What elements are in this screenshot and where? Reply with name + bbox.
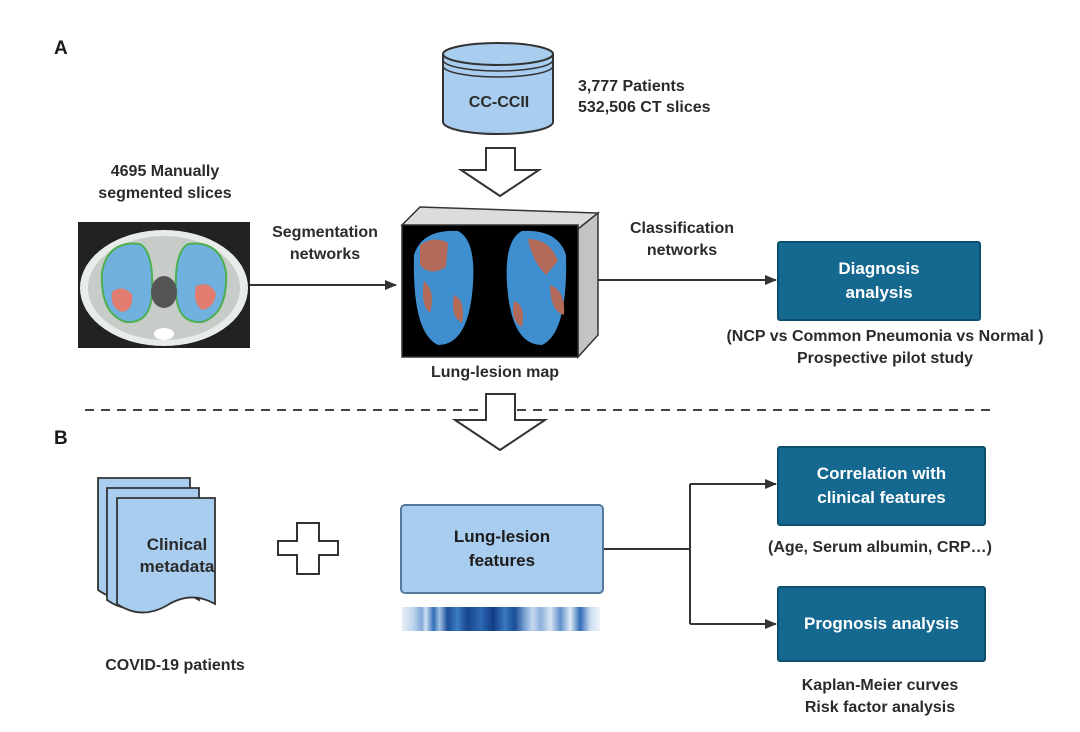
clinical-label-line2: metadata: [139, 557, 215, 576]
database-stats-patients: 3,777 Patients: [578, 78, 685, 95]
segmentation-label-line1: Segmentation: [272, 224, 378, 241]
features-label-line1: Lung-lesion: [453, 527, 551, 546]
ct-caption-line1: 4695 Manually: [110, 163, 220, 180]
correlation-box: Correlation with clinical features: [777, 446, 986, 526]
features-label-line2: features: [468, 551, 536, 570]
prognosis-label: Prognosis analysis: [804, 614, 959, 633]
lesion-map-caption: Lung-lesion map: [431, 364, 559, 381]
correlation-label-line2: clinical features: [817, 488, 946, 507]
clinical-label-line1: Clinical: [146, 535, 208, 554]
clinical-caption: COVID-19 patients: [105, 657, 245, 674]
database-icon: [442, 42, 554, 135]
plus-icon: [277, 522, 339, 575]
classification-label-line2: networks: [646, 242, 718, 259]
segmentation-label-line2: networks: [289, 246, 361, 263]
diagnosis-note-line1: (NCP vs Common Pneumonia vs Normal ): [726, 328, 1044, 345]
panel-label-b: B: [54, 428, 68, 449]
prognosis-note-line2: Risk factor analysis: [804, 699, 956, 716]
ct-caption-line2: segmented slices: [98, 185, 232, 202]
ct-scan-image: [78, 222, 250, 348]
prognosis-box: Prognosis analysis: [777, 586, 986, 662]
feature-vector-bar: [402, 607, 600, 631]
database-stats-slices: 532,506 CT slices: [578, 99, 711, 116]
database-label: CC-CCII: [468, 94, 530, 111]
diagnosis-label-line1: Diagnosis: [838, 259, 920, 278]
classification-label-line1: Classification: [629, 220, 735, 237]
diagnosis-note-line2: Prospective pilot study: [796, 350, 974, 367]
prognosis-note-line1: Kaplan-Meier curves: [801, 677, 959, 694]
lesion-map-image: [400, 206, 601, 359]
down-arrow-icon: [457, 147, 543, 198]
features-box: Lung-lesion features: [400, 504, 604, 594]
diagnosis-label-line2: analysis: [845, 283, 913, 302]
diagnosis-box: Diagnosis analysis: [777, 241, 981, 321]
clinical-documents-icon: [97, 477, 216, 614]
correlation-label-line1: Correlation with: [816, 464, 947, 483]
panel-label-a: A: [54, 38, 68, 59]
correlation-note: (Age, Serum albumin, CRP…): [767, 539, 993, 556]
down-arrow-icon: [451, 393, 549, 452]
